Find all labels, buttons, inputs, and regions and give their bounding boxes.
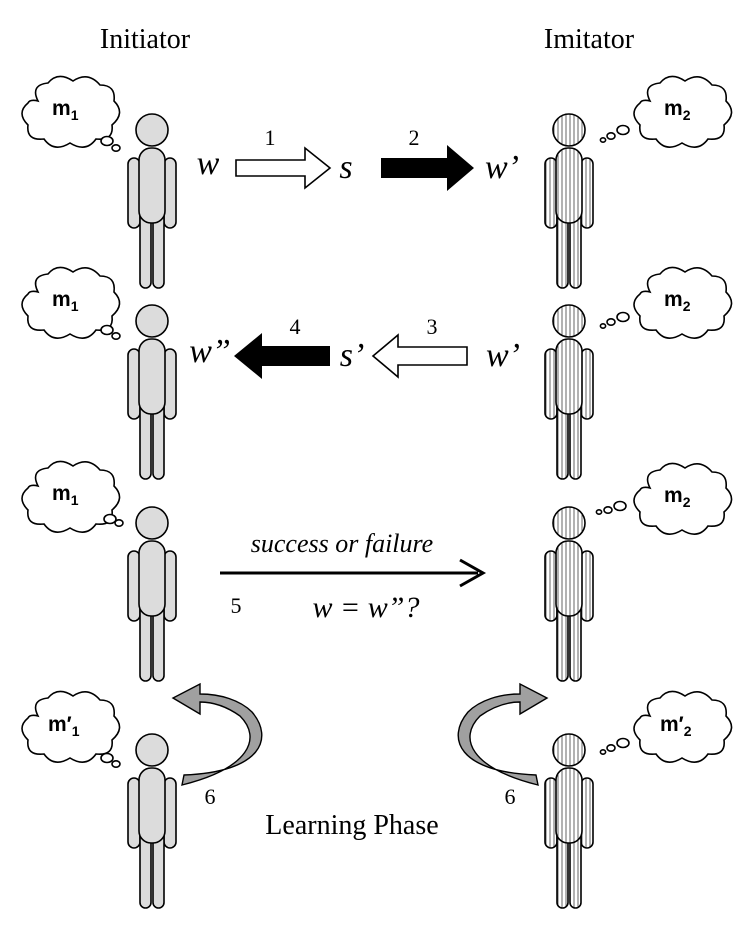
thought-subscript: 2 — [684, 723, 692, 739]
step-6-label: 6 — [505, 784, 516, 809]
initiator-figure — [127, 304, 177, 480]
initiator-figure — [127, 113, 177, 289]
imitator-heading: Imitator — [544, 24, 635, 55]
step-2-label: 2 — [409, 125, 420, 150]
step-3-arrow — [371, 333, 468, 379]
imitator-thought-cloud: m2 — [599, 75, 733, 148]
initiator-figure — [127, 733, 177, 909]
thought-subscript: 1 — [71, 107, 79, 123]
svg-text:m1: m1 — [52, 482, 79, 508]
thought-m: m — [52, 482, 71, 505]
feedback-arrow — [220, 558, 487, 588]
svg-text:m1: m1 — [52, 97, 79, 123]
imitator-thought-cloud: m2 — [595, 462, 733, 535]
imitator-figure — [544, 304, 594, 480]
imitator-figure — [544, 113, 594, 289]
initiator-heading: Initiator — [100, 24, 191, 55]
initiator-thought-cloud: m1 — [21, 266, 121, 340]
word-w-double-prime: w” — [189, 333, 231, 370]
svg-text:m2: m2 — [664, 288, 691, 314]
thought-m-prime: m′ — [48, 713, 72, 736]
step-3-label: 3 — [427, 314, 438, 339]
thought-subscript: 2 — [683, 107, 691, 123]
step-6-label: 6 — [205, 784, 216, 809]
step-1-label: 1 — [265, 125, 276, 150]
step-2-arrow — [381, 145, 474, 191]
signal-s: s — [339, 149, 352, 186]
thought-m: m — [664, 484, 683, 507]
learning-phase-label: Learning Phase — [265, 810, 438, 841]
word-w-prime: w’ — [486, 337, 520, 374]
match-question: w = w”? — [313, 591, 420, 624]
thought-subscript: 2 — [683, 298, 691, 314]
thought-m: m — [52, 97, 71, 120]
svg-text:m2: m2 — [664, 97, 691, 123]
svg-text:m2: m2 — [664, 484, 691, 510]
imitator-learning-arrow — [457, 682, 549, 786]
word-w-prime: w’ — [485, 149, 519, 186]
thought-m: m — [664, 288, 683, 311]
svg-text:m′2: m′2 — [660, 713, 692, 739]
step-1-arrow — [235, 146, 332, 190]
svg-text:m′1: m′1 — [48, 713, 80, 739]
thought-m: m — [664, 97, 683, 120]
initiator-learning-arrow — [171, 682, 263, 786]
initiator-figure — [127, 506, 177, 682]
word-w: w — [197, 145, 220, 182]
imitator-figure — [544, 506, 594, 682]
step-5-label: 5 — [231, 593, 242, 618]
thought-subscript: 2 — [683, 494, 691, 510]
initiator-thought-cloud: m1 — [21, 75, 121, 153]
thought-subscript: 1 — [72, 723, 80, 739]
thought-m: m — [52, 288, 71, 311]
initiator-thought-cloud: m′1 — [21, 690, 121, 768]
imitator-thought-cloud: m2 — [599, 266, 733, 339]
imitator-figure — [544, 733, 594, 909]
thought-subscript: 1 — [71, 492, 79, 508]
feedback-label: success or failure — [251, 529, 433, 558]
signal-s-prime: s’ — [340, 337, 365, 374]
svg-text:m1: m1 — [52, 288, 79, 314]
step-4-label: 4 — [290, 314, 301, 339]
thought-m-prime: m′ — [660, 713, 684, 736]
imitator-thought-cloud: m′2 — [599, 690, 733, 763]
thought-subscript: 1 — [71, 298, 79, 314]
initiator-thought-cloud: m1 — [21, 460, 124, 533]
step-4-arrow — [234, 333, 330, 379]
